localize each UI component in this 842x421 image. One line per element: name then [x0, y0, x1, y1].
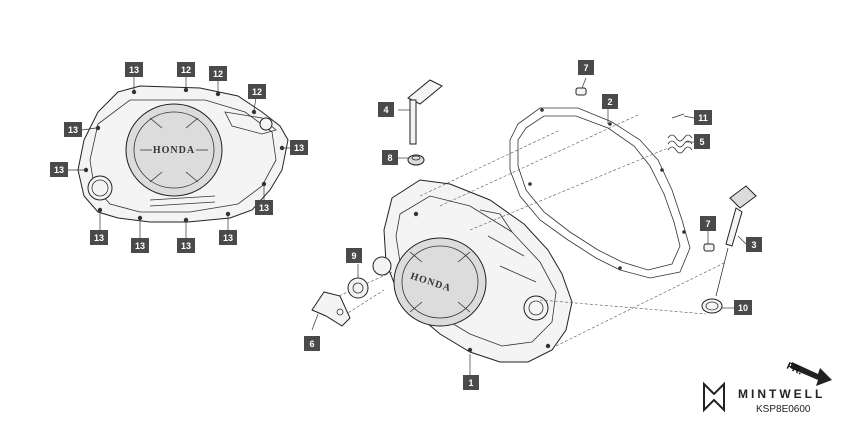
callout-6: 6 [304, 336, 320, 351]
callout-7-top: 7 [578, 60, 594, 75]
svg-text:7: 7 [705, 219, 710, 229]
callout-1: 1 [463, 375, 479, 390]
callout-11: 11 [694, 110, 712, 125]
svg-text:7: 7 [583, 63, 588, 73]
part-7-dowel-right [703, 230, 715, 252]
part-6-bracket [311, 291, 351, 331]
svg-text:13: 13 [181, 241, 191, 251]
callout-8: 8 [382, 150, 398, 165]
svg-text:13: 13 [68, 125, 78, 135]
callout-13-h: 13 [177, 238, 195, 253]
part-4-bracket [398, 79, 443, 145]
assembled-cover-view: HONDA [68, 76, 290, 238]
svg-text:13: 13 [54, 165, 64, 175]
inspection-hole-left [87, 175, 113, 201]
clutch-dome-assembled [125, 103, 223, 197]
front-label: FR. [785, 361, 804, 378]
part-11-pin [671, 113, 695, 119]
honda-logo-left: HONDA [153, 145, 195, 156]
svg-text:9: 9 [351, 251, 356, 261]
callout-13-g: 13 [131, 238, 149, 253]
svg-text:12: 12 [252, 87, 262, 97]
svg-text:2: 2 [607, 97, 612, 107]
front-direction-indicator: FR. [785, 361, 832, 386]
brand-name: MINTWELL [738, 387, 825, 401]
svg-text:13: 13 [259, 203, 269, 213]
part-9-roller [347, 264, 369, 299]
callout-13-i: 13 [219, 230, 237, 245]
callout-9: 9 [346, 248, 362, 263]
svg-text:6: 6 [309, 339, 314, 349]
callout-7-right: 7 [700, 216, 716, 231]
clutch-dome [393, 237, 487, 327]
svg-text:4: 4 [383, 105, 388, 115]
callout-2: 2 [602, 94, 618, 109]
part-5-spring [667, 134, 694, 154]
callout-12-b: 12 [209, 66, 227, 81]
right-crankcase-cover: HONDA [372, 179, 573, 376]
svg-text:13: 13 [94, 233, 104, 243]
svg-text:13: 13 [129, 65, 139, 75]
diagram-code: KSP8E0600 [756, 404, 811, 415]
callout-13-c: 13 [50, 162, 68, 177]
part-7-dowel-top [575, 77, 587, 96]
part-8-grommet [398, 154, 425, 166]
svg-text:12: 12 [181, 65, 191, 75]
gasket-outline [509, 107, 691, 279]
svg-text:13: 13 [135, 241, 145, 251]
callout-10: 10 [734, 300, 752, 315]
svg-text:13: 13 [294, 143, 304, 153]
part-10-o-ring [701, 298, 734, 314]
callout-12-c: 12 [248, 84, 266, 99]
cover-gasket [509, 107, 691, 279]
svg-text:5: 5 [699, 137, 704, 147]
svg-text:12: 12 [213, 69, 223, 79]
callout-13-b: 13 [64, 122, 82, 137]
callout-13-d: 13 [290, 140, 308, 155]
brand-block: MINTWELL KSP8E0600 [703, 381, 825, 415]
callout-3: 3 [746, 237, 762, 252]
svg-text:3: 3 [751, 240, 756, 250]
callout-12-a: 12 [177, 62, 195, 77]
callout-13-f: 13 [90, 230, 108, 245]
svg-text:11: 11 [698, 113, 708, 123]
svg-text:13: 13 [223, 233, 233, 243]
part-3-dipstick [715, 185, 757, 297]
svg-text:1: 1 [468, 378, 473, 388]
oil-filler-boss [523, 295, 549, 321]
front-arrow-icon [790, 362, 832, 386]
callout-13-a: 13 [125, 62, 143, 77]
callout-13-e: 13 [255, 200, 273, 215]
brand-logo-icon [703, 381, 725, 413]
callout-5: 5 [694, 134, 710, 149]
svg-text:10: 10 [738, 303, 748, 313]
callout-4: 4 [378, 102, 394, 117]
svg-text:8: 8 [387, 153, 392, 163]
